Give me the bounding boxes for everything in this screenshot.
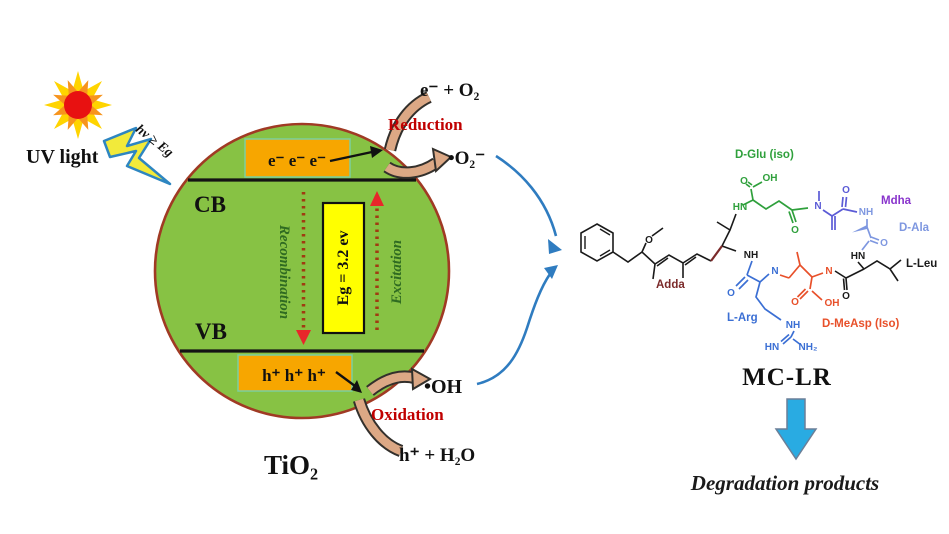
hole-box	[237, 354, 353, 392]
hydroxyl-label: •OH	[424, 376, 463, 398]
degradation-label: Degradation products	[690, 471, 879, 495]
residue-label-mdha: Mdha	[881, 195, 912, 207]
bandgap-box	[321, 201, 366, 335]
electron-box	[244, 138, 351, 178]
adda-stereo-bond	[710, 245, 723, 262]
residue-label-lleu: L-Leu	[906, 258, 937, 270]
atom-labels: O HN O OH O N O NH O HN O N O OH N O NH …	[645, 173, 888, 353]
atom-hn-guanidine: HN	[765, 342, 779, 353]
atom-nh-arg-chain: NH	[786, 320, 800, 331]
atom-hn-leu: HN	[851, 251, 865, 262]
atom-nh-adda: NH	[744, 250, 758, 261]
lightning-bolt-icon	[102, 126, 172, 186]
residue-labels: D-Glu (iso) Mdha D-Ala L-Leu Adda L-Arg …	[656, 149, 937, 330]
residue-label-dala: D-Ala	[899, 222, 930, 234]
atom-o-measp: O	[791, 297, 799, 308]
benzene-ring	[580, 223, 614, 262]
superoxide-arrowhead	[431, 147, 453, 174]
sun-icon	[44, 71, 112, 139]
atom-nh2-guanidine: NH₂	[799, 342, 818, 353]
degradation-arrow	[774, 398, 818, 461]
recombination-label: Recombination	[276, 224, 292, 319]
hole-h2o-label: h⁺ + H₂O	[399, 445, 475, 466]
superoxide-label: •O₂⁻	[448, 148, 485, 169]
mclr-label: MC-LR	[742, 364, 832, 391]
atom-o-mdha: O	[842, 185, 850, 196]
recombination-arrowhead	[296, 330, 311, 345]
electron-transfer-arrowhead	[370, 146, 383, 158]
atom-o-glu-acid: O	[740, 176, 748, 187]
glu-skeleton	[742, 181, 809, 224]
electrons-label: e⁻ e⁻ e⁻	[268, 151, 326, 170]
atom-o-arg: O	[727, 288, 735, 299]
sun-core	[64, 91, 92, 119]
vb-label: VB	[195, 319, 227, 344]
holes-label: h⁺ h⁺ h⁺	[262, 366, 326, 385]
hole-transfer-arrow	[335, 371, 356, 387]
uv-light-label: UV light	[26, 146, 99, 168]
atom-o-ala: O	[880, 238, 888, 249]
atom-o-methoxy: O	[645, 235, 653, 246]
electron-o2-label: e⁻ + O₂	[420, 80, 480, 101]
radical-arrowhead-top	[548, 239, 562, 254]
hydroxyl-arrow-body-fill	[367, 372, 417, 395]
leu-skeleton	[834, 259, 902, 291]
atom-n-measp: N	[825, 266, 832, 277]
atom-o-glu-amide: O	[791, 225, 799, 236]
superoxide-arrow-body-fill	[384, 159, 439, 177]
ala-methyl-wedge	[852, 225, 867, 233]
tio2-label: TiO₂	[264, 450, 318, 480]
radical-to-molecule-arrow-top	[495, 154, 558, 237]
excitation-label: Excitation	[389, 240, 405, 305]
atom-n-arg: N	[771, 266, 778, 277]
reduction-label: Reduction	[388, 115, 463, 134]
reduction-in-arrow	[385, 93, 431, 152]
oxidation-label: Oxidation	[371, 405, 444, 424]
hydroxyl-arrowhead	[410, 367, 433, 391]
radical-to-molecule-arrow-bottom	[476, 273, 552, 386]
arg-skeleton	[735, 260, 802, 346]
bandgap-label: Eg = 3.2 ev	[335, 231, 352, 306]
atom-oh-glu: OH	[763, 173, 778, 184]
residue-label-dmeasp: D-MeAsp (Iso)	[822, 318, 899, 330]
excitation-arrowhead	[370, 191, 384, 206]
atom-n-mdha: N	[814, 201, 821, 212]
hole-transfer-arrowhead	[351, 380, 362, 393]
oxidation-in-arrow	[354, 398, 403, 455]
atom-nh-ala: NH	[859, 207, 873, 218]
radical-arrowhead-bottom	[544, 265, 558, 279]
atom-oh-measp: OH	[825, 298, 840, 309]
residue-label-larg: L-Arg	[727, 312, 758, 324]
atom-o-leu: O	[842, 291, 850, 302]
adda-chain	[612, 213, 737, 280]
residue-label-adda: Adda	[656, 279, 685, 291]
mdha-skeleton	[818, 191, 858, 230]
residue-label-dglu: D-Glu (iso)	[735, 149, 794, 161]
atom-hn-glu: HN	[733, 202, 747, 213]
electron-transfer-arrow	[329, 150, 373, 163]
measp-skeleton	[779, 251, 824, 301]
cb-label: CB	[194, 192, 226, 217]
ala-skeleton	[861, 219, 880, 251]
benzene-inner-bonds	[584, 228, 611, 257]
